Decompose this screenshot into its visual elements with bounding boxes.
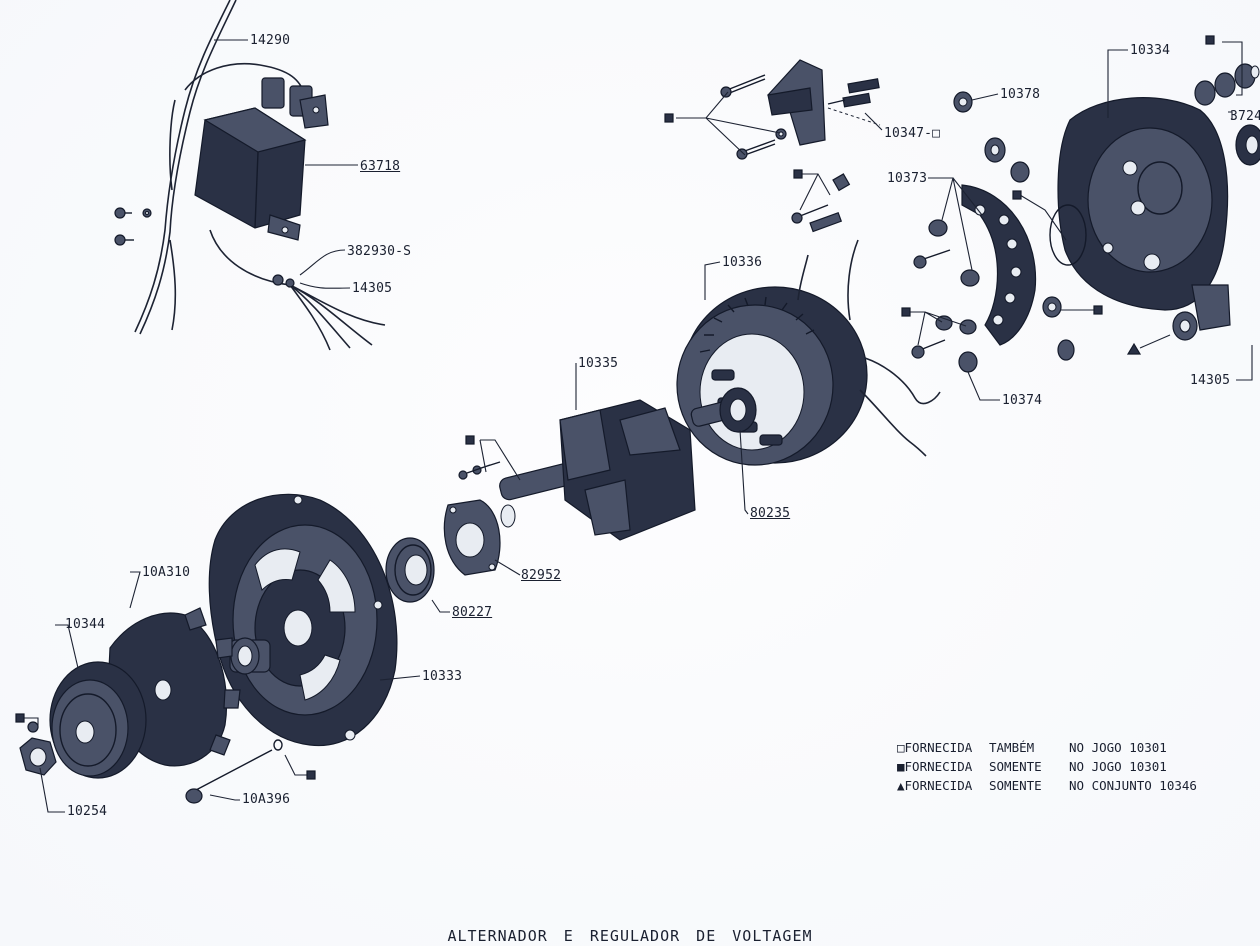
rectifier-assembly-10373	[791, 91, 1075, 373]
stator-10336	[676, 239, 941, 466]
callout-10373: 10373	[887, 171, 928, 186]
callout-10378: 10378	[1000, 87, 1041, 102]
code-markers	[15, 35, 1215, 780]
legend-word: FORNECIDA	[904, 740, 973, 755]
callout-10344: 10344	[65, 617, 106, 632]
callout-14305-harness: 14305	[352, 281, 393, 296]
legend: □FORNECIDA TAMBÉM NO JOGO 10301 ■FORNECI…	[897, 738, 1197, 795]
callout-10374: 10374	[1002, 393, 1043, 408]
legend-mark-filled-square: ■	[897, 759, 905, 774]
callout-82952: 82952	[521, 568, 562, 583]
bearing-80227	[385, 537, 435, 603]
legend-word: FORNECIDA	[904, 778, 973, 793]
rotor-10335	[499, 387, 757, 541]
legend-row-supplied-only-kit: ■FORNECIDA SOMENTE NO JOGO 10301	[897, 757, 1197, 776]
bearing-3724-and-parts	[1172, 63, 1260, 341]
callout-10A310: 10A310	[142, 565, 191, 580]
callout-10335: 10335	[578, 356, 619, 371]
callout-80227: 80227	[452, 605, 493, 620]
legend-row-supplied-only-assembly: ▲FORNECIDA SOMENTE NO CONJUNTO 10346	[897, 776, 1197, 795]
through-bolt-10A396	[185, 739, 283, 804]
leader-lines	[24, 39, 1253, 813]
legend-mark-triangle: ▲	[897, 778, 905, 793]
callout-10347: 10347-□	[884, 126, 941, 141]
callout-10334: 10334	[1130, 43, 1171, 58]
regulator-screws	[114, 207, 152, 246]
nut-10254	[19, 721, 57, 776]
diagram-title: ALTERNADOR E REGULADOR DE VOLTAGEM	[447, 927, 813, 945]
callout-10336: 10336	[722, 255, 763, 270]
pulley-10344	[49, 661, 147, 779]
callout-14305-housing: 14305	[1190, 373, 1231, 388]
callout-382930-S: 382930-S	[347, 244, 412, 259]
slip-ring-housing-10334	[1049, 97, 1231, 331]
callout-63718: 63718	[360, 159, 401, 174]
legend-word: SOMENTE	[989, 778, 1042, 793]
voltage-regulator-63718	[194, 77, 329, 241]
legend-word: FORNECIDA	[904, 759, 973, 774]
legend-text: NO JOGO 10301	[1069, 740, 1167, 755]
screws-82952	[458, 461, 501, 480]
legend-word: SOMENTE	[989, 759, 1042, 774]
callout-80235: 80235	[750, 506, 791, 521]
legend-text: NO JOGO 10301	[1069, 759, 1167, 774]
callout-14290: 14290	[250, 33, 291, 48]
callout-3724: 3724	[1230, 109, 1260, 124]
drive-end-housing-10333	[208, 493, 398, 747]
legend-mark-open-square: □	[897, 740, 905, 755]
callout-10333: 10333	[422, 669, 463, 684]
screw-382930-S	[272, 274, 295, 288]
wiring-harness-14290	[134, 0, 386, 351]
callout-10254: 10254	[67, 804, 108, 819]
legend-text: NO CONJUNTO 10346	[1069, 778, 1197, 793]
brush-holder-assembly	[720, 59, 881, 160]
legend-word: TAMBÉM	[989, 740, 1035, 755]
bearing-retainer-82952	[443, 499, 501, 576]
legend-row-supplied-also: □FORNECIDA TAMBÉM NO JOGO 10301	[897, 738, 1197, 757]
callout-10A396: 10A396	[242, 792, 291, 807]
